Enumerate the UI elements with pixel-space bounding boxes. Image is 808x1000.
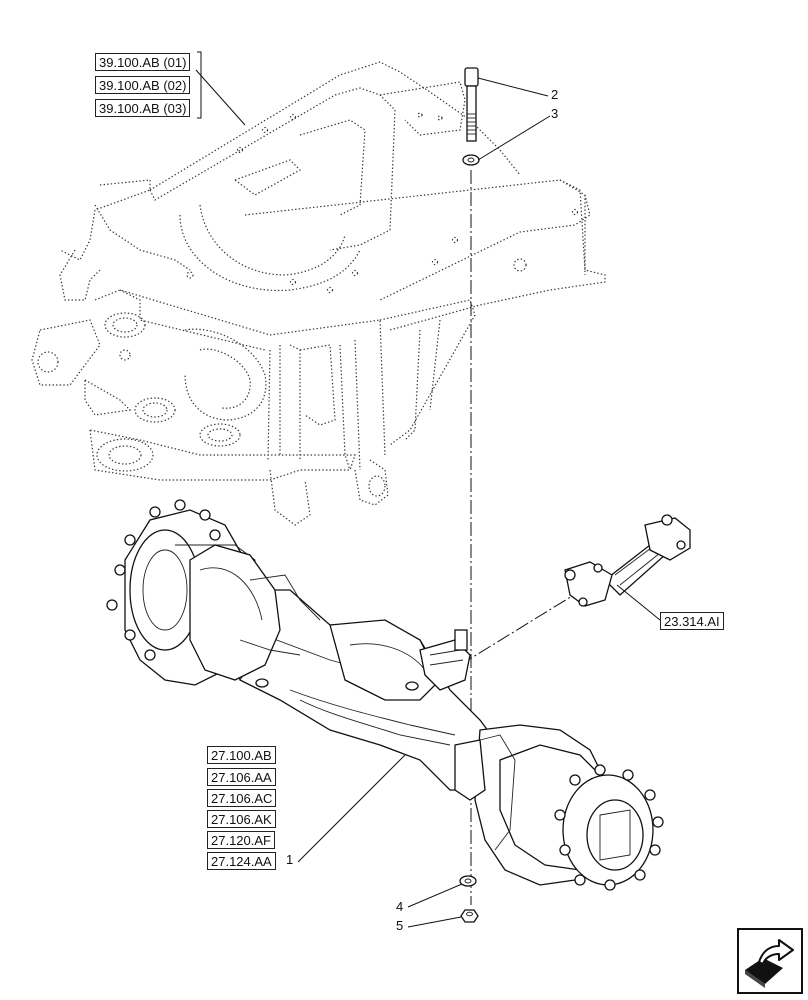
axle-ref-4[interactable]: 27.106.AK [207, 810, 276, 828]
callout-2: 2 [551, 87, 559, 102]
next-page-arrow-icon[interactable] [737, 928, 803, 994]
driveshaft-ref[interactable]: 23.314.AI [660, 612, 724, 630]
frame-ref-01[interactable]: 39.100.AB (01) [95, 53, 191, 71]
driveshaft-part [564, 514, 691, 607]
frame-refs-brace [197, 51, 202, 119]
callout-3: 3 [551, 106, 559, 121]
axle-ref-1[interactable]: 27.100.AB [207, 746, 276, 764]
axle-ref-2[interactable]: 27.106.AA [207, 768, 276, 786]
axle-ref-3[interactable]: 27.106.AC [207, 789, 277, 807]
axle-ref-5[interactable]: 27.120.AF [207, 831, 275, 849]
driveshaft-axis-line [459, 584, 591, 666]
frame-ref-03[interactable]: 39.100.AB (03) [95, 99, 191, 117]
nut-part [460, 909, 479, 923]
washer-top-part [462, 154, 480, 166]
bolt-part [464, 67, 479, 142]
callout-4: 4 [396, 899, 404, 914]
leader-lines [195, 69, 661, 928]
frame-ref-02[interactable]: 39.100.AB (02) [95, 76, 191, 94]
axle-ref-6[interactable]: 27.124.AA [207, 852, 276, 870]
callout-5: 5 [396, 918, 404, 933]
front-axle-assembly [106, 499, 664, 891]
frame-assembly [31, 61, 606, 526]
callout-1: 1 [286, 852, 294, 867]
washer-bottom-part [459, 875, 477, 887]
